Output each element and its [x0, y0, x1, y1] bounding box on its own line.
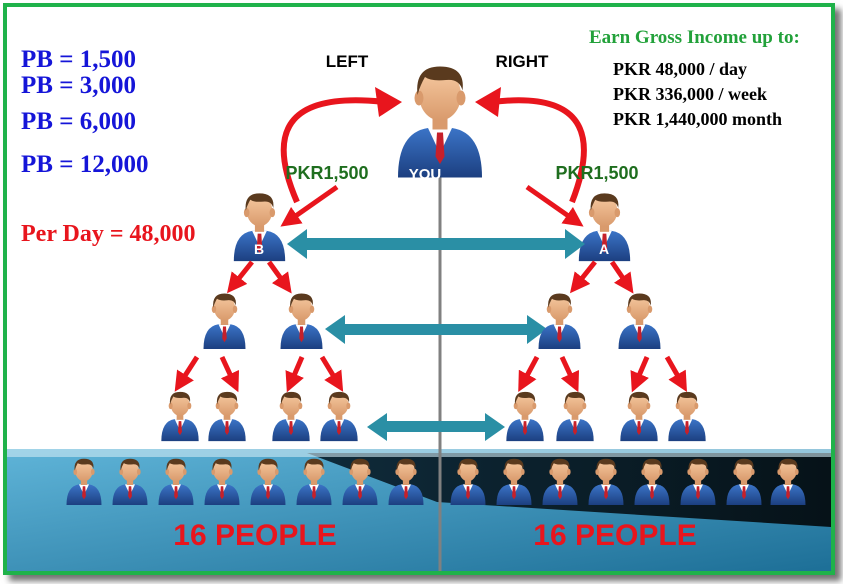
- earn-line-day: PKR 48,000 / day: [613, 59, 747, 79]
- level3-arrows: [174, 355, 687, 393]
- earn-income-panel: Earn Gross Income up to: PKR 48,000 / da…: [589, 27, 800, 129]
- pkr-right-label: PKR1,500: [555, 163, 638, 183]
- balance-arrow-1: [287, 229, 585, 259]
- person-l3-6-icon: [556, 391, 594, 442]
- balance-arrow-2: [325, 315, 547, 344]
- curved-arrow-left: [280, 87, 402, 204]
- pb-level-2: PB = 3,000: [21, 72, 136, 99]
- earn-line-month: PKR 1,440,000 month: [613, 109, 782, 129]
- balance-arrow-3: [367, 413, 505, 441]
- person-l3-4-icon: [320, 391, 358, 442]
- pb-level-1: PB = 1,500: [21, 46, 136, 73]
- per-day-label: Per Day = 48,000: [21, 221, 196, 247]
- people-count-left: 16 PEOPLE: [173, 519, 336, 552]
- binary-tree-diagram: YOU LEFT RIGHT PKR1,500 PKR1,500 B A: [7, 27, 831, 571]
- pkr-left-label: PKR1,500: [285, 163, 368, 183]
- arrow-to-a: [525, 184, 584, 227]
- person-l3-2-icon: [208, 391, 246, 442]
- you-person-icon: [398, 66, 482, 178]
- person-l2-1-icon: [203, 293, 246, 349]
- pb-level-3: PB = 6,000: [21, 108, 136, 135]
- you-label: YOU: [409, 166, 442, 183]
- badge-a: A: [599, 241, 609, 257]
- left-label: LEFT: [326, 52, 369, 71]
- curved-arrow-right: [475, 87, 587, 204]
- slide-frame: YOU LEFT RIGHT PKR1,500 PKR1,500 B A: [3, 3, 835, 575]
- pb-level-4: PB = 12,000: [21, 151, 148, 178]
- person-l2-3-icon: [538, 293, 581, 349]
- pb-levels-list: PB = 1,500 PB = 3,000 PB = 6,000 PB = 12…: [21, 46, 148, 178]
- people-count-right: 16 PEOPLE: [533, 519, 696, 552]
- right-label: RIGHT: [496, 52, 550, 71]
- person-l2-2-icon: [280, 293, 323, 349]
- earn-title: Earn Gross Income up to:: [589, 27, 800, 48]
- person-l3-3-icon: [272, 391, 310, 442]
- person-l3-8-icon: [668, 391, 706, 442]
- badge-b: B: [254, 241, 264, 257]
- person-l3-1-icon: [161, 391, 199, 442]
- person-l3-7-icon: [620, 391, 658, 442]
- person-l2-4-icon: [618, 293, 661, 349]
- level2-arrows: [227, 260, 634, 294]
- person-l3-5-icon: [506, 391, 544, 442]
- earn-line-week: PKR 336,000 / week: [613, 84, 767, 104]
- arrow-to-b: [280, 184, 339, 227]
